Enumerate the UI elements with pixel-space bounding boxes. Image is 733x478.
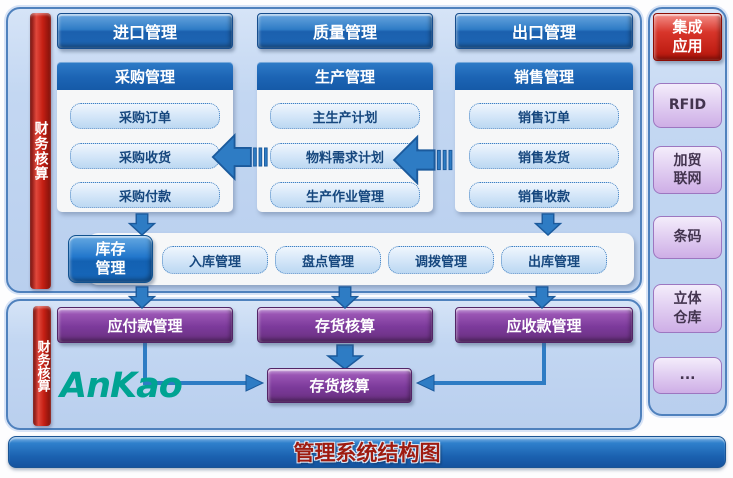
diagram-title: 管理系统结构图 <box>293 441 441 465</box>
barcode-box: 条码 <box>653 216 722 259</box>
outbound-management-box: 出库管理 <box>501 246 607 274</box>
import-management-label: 进口管理 <box>112 23 177 42</box>
stereo-warehouse-box: 立体仓库 <box>653 284 722 333</box>
inbound-management-box: 入库管理 <box>162 246 268 274</box>
sales-delivery-box: 销售发货 <box>469 143 619 169</box>
export-management-button: 出口管理 <box>455 13 633 49</box>
stereo-warehouse-label: 立体仓库 <box>673 291 702 326</box>
rfid-box: RFID <box>653 83 722 128</box>
sales-collection-box: 销售收款 <box>469 182 619 208</box>
purchase-management-header: 采购管理 <box>57 62 233 90</box>
purchase-receive-box: 采购收货 <box>70 143 220 169</box>
more-box: ... <box>653 357 722 394</box>
integrated-apps-header-box: 集成应用 <box>653 13 722 61</box>
stocktake-management-box: 盘点管理 <box>275 246 381 274</box>
quality-management-button: 质量管理 <box>257 13 433 49</box>
production-management-header: 生产管理 <box>257 62 433 90</box>
inventory-accounting-box: 存货核算 <box>257 307 433 343</box>
transfer-management-box: 调拨管理 <box>388 246 494 274</box>
purchase-payment-box: 采购付款 <box>70 182 220 208</box>
receivable-management-label: 应收款管理 <box>506 316 582 335</box>
import-management-button: 进口管理 <box>57 13 233 49</box>
purchase-order-box: 采购订单 <box>70 103 220 129</box>
export-management-label: 出口管理 <box>511 23 576 42</box>
sales-order-box: 销售订单 <box>469 103 619 129</box>
inventory-management-label: 库存 管理 <box>95 240 126 277</box>
sales-management-header: 销售管理 <box>455 62 633 90</box>
central-inventory-accounting-label: 存货核算 <box>309 377 370 395</box>
finance-accounting-label-bottom: 财务核算 <box>34 340 50 392</box>
finance-accounting-bar-bottom: 财务核算 <box>33 306 51 426</box>
integrated-apps-label: 集成应用 <box>672 18 703 55</box>
quality-management-label: 质量管理 <box>312 23 377 42</box>
processing-trade-network-box: 加贸联网 <box>653 146 722 194</box>
central-inventory-accounting-box: 存货核算 <box>267 368 412 403</box>
diagram-title-bar: 管理系统结构图 <box>8 436 726 468</box>
receivable-management-box: 应收款管理 <box>455 307 633 343</box>
material-requirements-plan-box: 物料需求计划 <box>270 143 420 169</box>
integration-panel <box>648 7 727 416</box>
inventory-management-button: 库存 管理 <box>68 235 153 283</box>
payable-management-box: 应付款管理 <box>57 307 233 343</box>
finance-accounting-bar-top: 财务核算 <box>30 13 51 289</box>
inventory-accounting-label: 存货核算 <box>314 316 375 335</box>
processing-trade-network-label: 加贸联网 <box>673 152 702 187</box>
master-production-plan-box: 主生产计划 <box>270 103 420 129</box>
finance-accounting-label-top: 财务核算 <box>32 121 49 181</box>
production-operation-box: 生产作业管理 <box>270 182 420 208</box>
ankao-logo: AnKao <box>60 366 183 406</box>
payable-management-label: 应付款管理 <box>107 316 183 335</box>
